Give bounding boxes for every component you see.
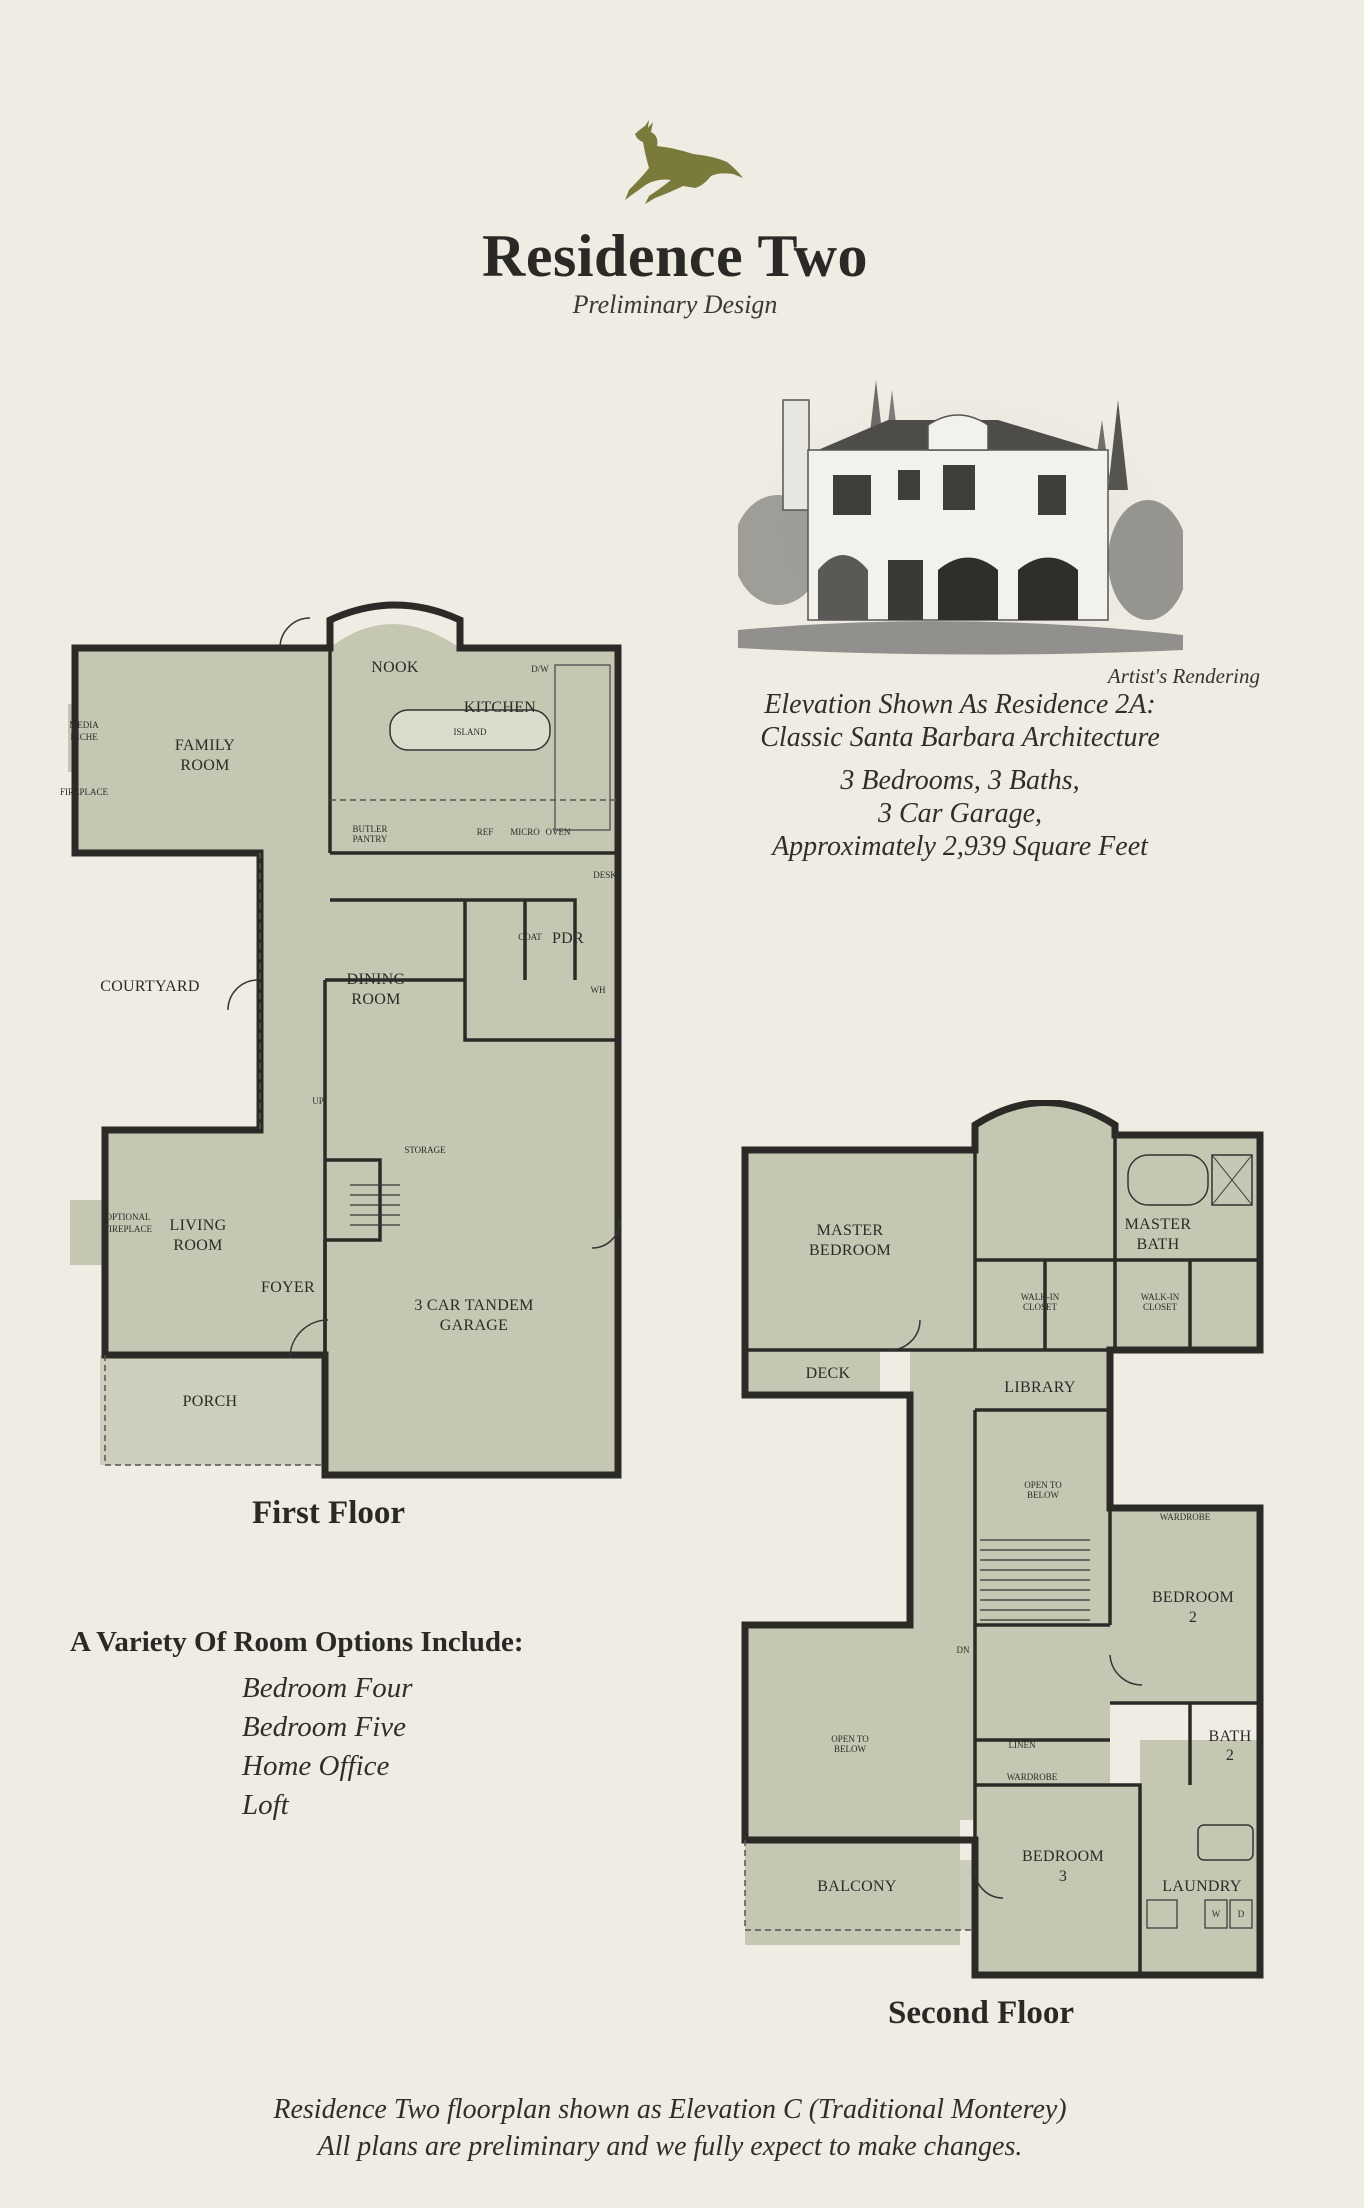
label-wardrobe-top: WARDROBE <box>1160 1512 1211 1522</box>
room-options-heading: A Variety Of Room Options Include: <box>70 1626 524 1658</box>
label-family-room-2: ROOM <box>180 757 229 774</box>
label-island: ISLAND <box>454 727 487 737</box>
first-floor-plan: FAMILY ROOM MEDIA NICHE FIREPLACE NOOK K… <box>60 601 622 1479</box>
elevation-rendering-image <box>738 380 1183 665</box>
label-open-to-below-a: OPEN TO <box>1024 1480 1062 1490</box>
label-deck: DECK <box>806 1365 851 1382</box>
label-nook: NOOK <box>371 659 419 676</box>
label-dining-room: DINING <box>347 971 406 988</box>
label-walkin-closet-b: WALK-IN <box>1141 1292 1180 1302</box>
label-dining-room-2: ROOM <box>351 991 400 1008</box>
label-media-niche-2: NICHE <box>70 732 98 742</box>
second-floor-plan: MASTER BEDROOM MASTER BATH WALK-IN CLOSE… <box>741 1100 1264 1979</box>
label-library: LIBRARY <box>1004 1379 1076 1396</box>
label-open-to-below-b-2: BELOW <box>834 1744 866 1754</box>
page-title: Residence Two <box>482 223 868 289</box>
label-bath-2-num: 2 <box>1226 1747 1234 1764</box>
description-line-3: 3 Bedrooms, 3 Baths, <box>840 765 1080 796</box>
label-desk: DESK <box>593 870 617 880</box>
label-garage: 3 CAR TANDEM <box>414 1297 533 1314</box>
label-family-room: FAMILY <box>175 737 235 754</box>
label-courtyard: COURTYARD <box>100 978 200 995</box>
label-pdr: PDR <box>552 930 584 947</box>
label-balcony: BALCONY <box>817 1878 897 1895</box>
label-dw: D/W <box>531 664 549 674</box>
label-foyer: FOYER <box>261 1279 315 1296</box>
label-laundry: LAUNDRY <box>1162 1878 1242 1895</box>
label-living-room-2: ROOM <box>173 1237 222 1254</box>
label-media-niche: MEDIA <box>69 720 99 730</box>
first-floor-label: First Floor <box>252 1495 406 1531</box>
leaping-deer-logo-icon <box>625 120 743 204</box>
label-walkin-closet-b-2: CLOSET <box>1143 1302 1178 1312</box>
label-master-bath: MASTER <box>1125 1216 1192 1233</box>
label-living-room: LIVING <box>170 1217 227 1234</box>
footer-line-2: All plans are preliminary and we fully e… <box>317 2131 1023 2162</box>
label-kitchen: KITCHEN <box>464 699 536 716</box>
label-oven: OVEN <box>546 827 571 837</box>
label-fireplace: FIREPLACE <box>60 787 109 797</box>
label-dn: DN <box>957 1645 970 1655</box>
label-walkin-closet-a-2: CLOSET <box>1023 1302 1058 1312</box>
label-optional-fireplace: OPTIONAL <box>106 1212 151 1222</box>
description-line-2: Classic Santa Barbara Architecture <box>760 722 1160 753</box>
label-linen: LINEN <box>1009 1740 1036 1750</box>
label-micro: MICRO <box>510 827 540 837</box>
label-walkin-closet-a: WALK-IN <box>1021 1292 1060 1302</box>
label-open-to-below-b: OPEN TO <box>831 1734 869 1744</box>
second-floor-label: Second Floor <box>888 1995 1075 2031</box>
label-washer: W <box>1212 1909 1221 1919</box>
label-bedroom-3: BEDROOM <box>1022 1848 1104 1865</box>
room-option-item: Bedroom Five <box>242 1711 407 1743</box>
label-open-to-below-a-2: BELOW <box>1027 1490 1059 1500</box>
room-option-item: Bedroom Four <box>242 1672 413 1704</box>
label-bedroom-2-num: 2 <box>1189 1609 1197 1626</box>
description-line-1: Elevation Shown As Residence 2A: <box>764 689 1156 720</box>
rendering-caption: Artist's Rendering <box>1107 664 1260 688</box>
label-bedroom-3-num: 3 <box>1059 1868 1067 1885</box>
label-wh: WH <box>591 985 606 995</box>
label-ref: REF <box>477 827 494 837</box>
label-master-bath-2: BATH <box>1137 1236 1180 1253</box>
label-garage-2: GARAGE <box>440 1317 508 1334</box>
description-line-4: 3 Car Garage, <box>877 798 1043 829</box>
page-subtitle: Preliminary Design <box>572 290 778 319</box>
footer-line-1: Residence Two floorplan shown as Elevati… <box>273 2094 1067 2125</box>
label-coat: COAT <box>518 932 542 942</box>
label-butler: BUTLER <box>353 824 388 834</box>
label-master-bedroom-2: BEDROOM <box>809 1242 891 1259</box>
label-bedroom-2: BEDROOM <box>1152 1589 1234 1606</box>
label-dryer: D <box>1238 1909 1245 1919</box>
label-master-bedroom: MASTER <box>817 1222 884 1239</box>
room-option-item: Home Office <box>242 1750 390 1782</box>
label-optional-fireplace-2: FIREPLACE <box>104 1224 153 1234</box>
description-line-5: Approximately 2,939 Square Feet <box>772 831 1148 862</box>
label-pantry: PANTRY <box>353 834 388 844</box>
label-bath-2: BATH <box>1209 1728 1252 1745</box>
label-storage: STORAGE <box>404 1145 446 1155</box>
label-wardrobe-mid: WARDROBE <box>1007 1772 1058 1782</box>
label-up: UP <box>312 1096 324 1106</box>
label-porch: PORCH <box>183 1393 238 1410</box>
room-option-item: Loft <box>242 1789 289 1821</box>
